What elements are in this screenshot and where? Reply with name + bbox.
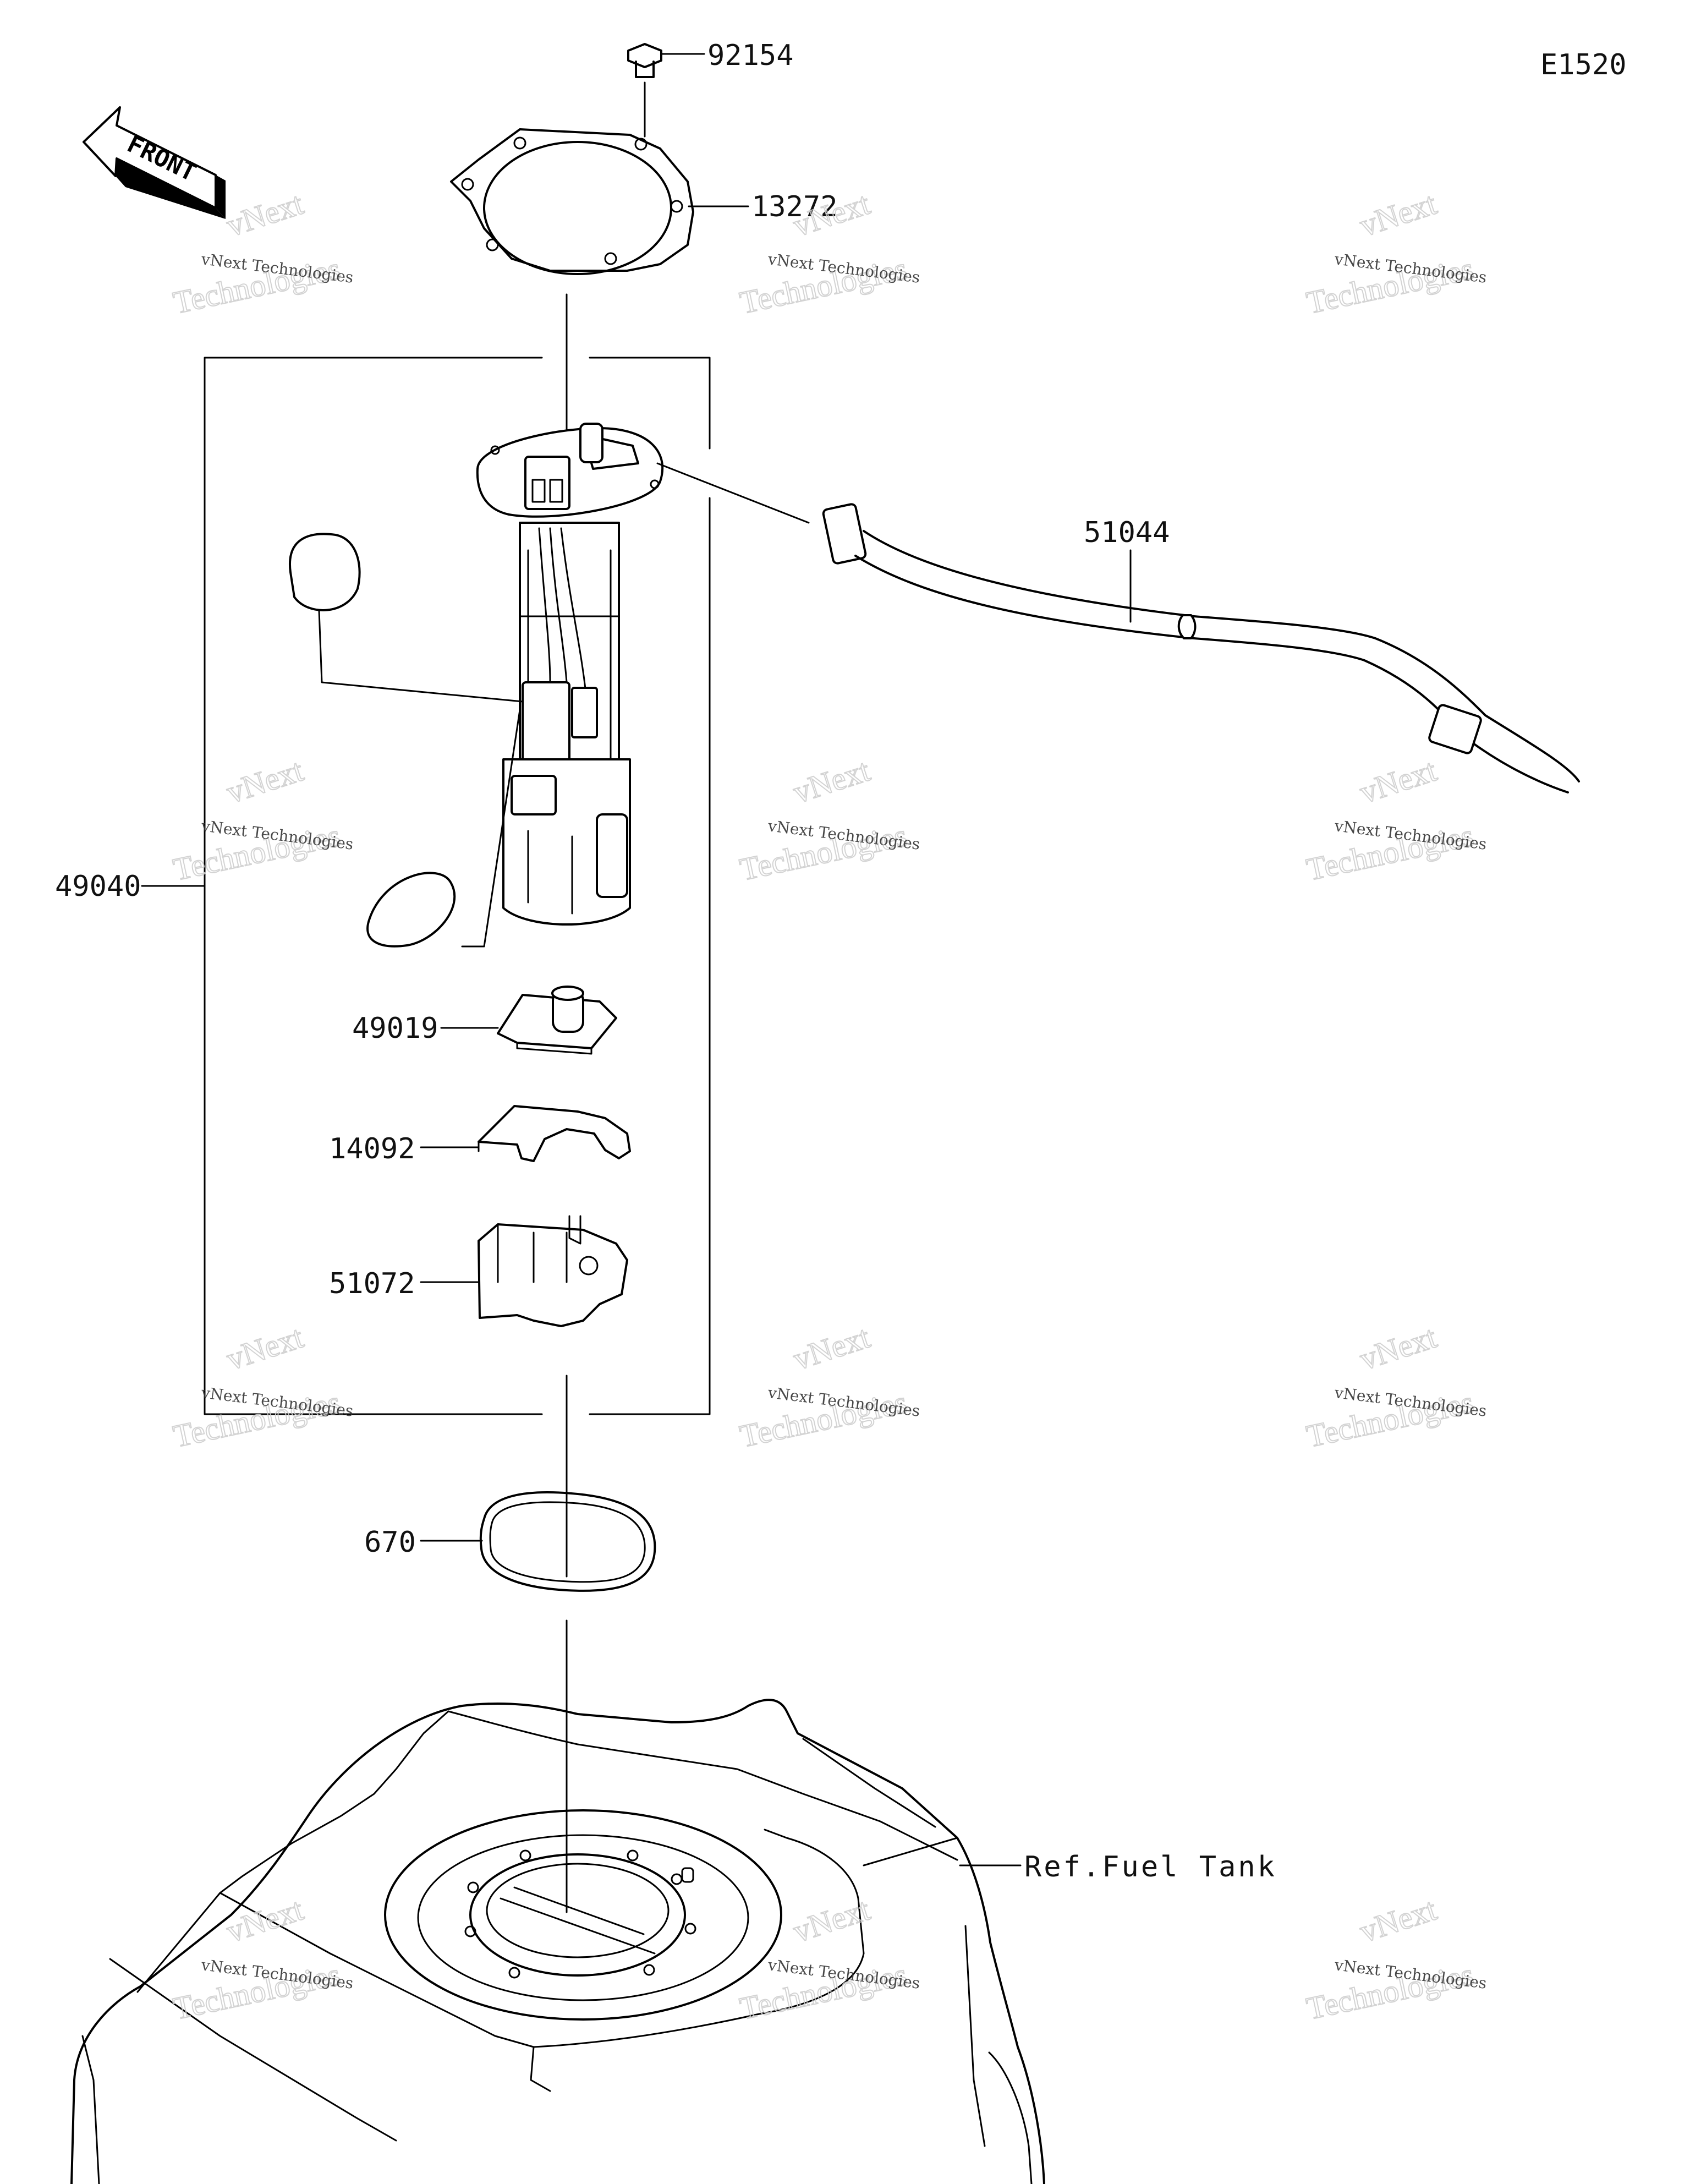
watermark-big: vNext [222, 1891, 308, 1950]
part-number-51044: 51044 [1084, 516, 1170, 549]
cover-icon [478, 1105, 631, 1162]
watermark-big: vNext [789, 752, 874, 811]
watermark: vNext Technologies vNext Technologies [1303, 1318, 1488, 1455]
watermark-big: vNext [1356, 185, 1441, 244]
watermark-big: vNext [222, 752, 308, 811]
part-number-49019: 49019 [352, 1012, 438, 1045]
part-number-49040: 49040 [55, 870, 141, 903]
watermark: vNext Technologies vNext Technologies [169, 1318, 354, 1455]
fuel-pump-icon [288, 423, 664, 948]
watermark: vNext Technologies vNext Technologies [736, 1318, 921, 1455]
watermark: vNext Technologies vNext Technologies [1303, 752, 1488, 888]
watermark-big: vNext [789, 1319, 874, 1377]
watermark-big: vNext [1356, 1891, 1441, 1950]
fuel-filter-icon [497, 986, 617, 1055]
part-number-14092: 14092 [329, 1132, 415, 1165]
watermark: vNext Technologies vNext Technologies [1303, 185, 1488, 321]
holder-icon [478, 1215, 628, 1327]
ref-fuel-tank-label: Ref.Fuel Tank [1024, 1851, 1277, 1884]
part-number-51072: 51072 [329, 1267, 415, 1300]
watermark-big: vNext [1356, 1319, 1441, 1377]
watermark-big: vNext [1356, 752, 1441, 811]
watermark: vNext Technologies vNext Technologies [736, 752, 921, 888]
watermark: vNext Technologies vNext Technologies [736, 1891, 921, 2027]
watermark: vNext Technologies vNext Technologies [169, 752, 354, 888]
watermark: vNext Technologies vNext Technologies [1303, 1891, 1488, 2027]
front-arrow-icon: FRONT [83, 106, 226, 219]
watermark-big: vNext [222, 1319, 308, 1377]
watermark: vNext Technologies vNext Technologies [169, 1891, 354, 2027]
watermark-big: vNext [789, 1891, 874, 1950]
part-number-670: 670 [364, 1526, 416, 1559]
fuel-tank-icon [70, 1699, 1045, 2184]
part-number-92154: 92154 [707, 39, 794, 72]
diagram-code: E1520 [1540, 48, 1627, 81]
fuel-hose-icon [656, 462, 1580, 793]
o-ring-icon [479, 1491, 656, 1592]
part-number-13272: 13272 [751, 190, 838, 223]
assembly-bracket [204, 357, 711, 1415]
gasket-icon [450, 128, 694, 275]
bolt-icon [627, 43, 662, 78]
watermark-big: vNext [222, 185, 308, 244]
